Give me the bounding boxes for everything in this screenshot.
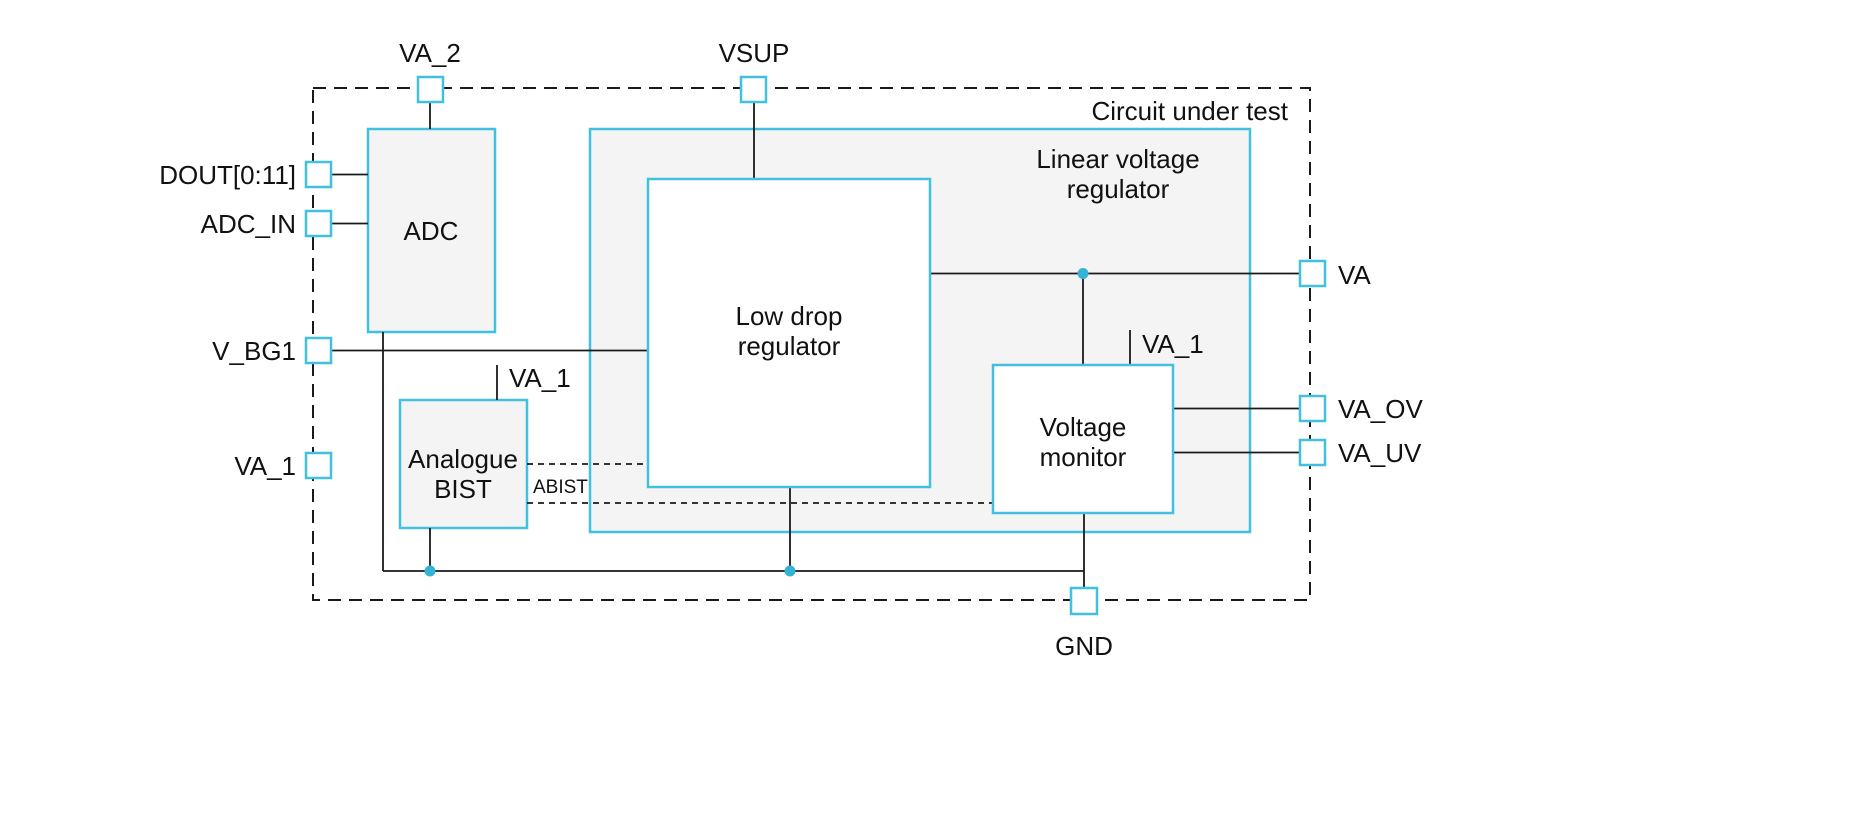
analogue-bist-label-line2: BIST bbox=[434, 474, 492, 504]
port-vsup bbox=[739, 75, 768, 104]
net-abist-label: ABIST bbox=[533, 477, 588, 498]
port-adc-in-label: ADC_IN bbox=[201, 209, 296, 239]
port-va-ov-label: VA_OV bbox=[1338, 394, 1423, 424]
net-va1-monitor-label: VA_1 bbox=[1142, 329, 1204, 359]
low-drop-regulator-label-line1: Low drop bbox=[736, 301, 843, 331]
junction-dot-va-monitor bbox=[1077, 268, 1089, 279]
port-v-bg1-label: V_BG1 bbox=[212, 336, 296, 366]
analogue-bist-block bbox=[398, 398, 529, 530]
port-dout-label: DOUT[0:11] bbox=[159, 160, 296, 190]
analogue-bist-label-line1: Analogue bbox=[408, 444, 518, 474]
port-va-label: VA bbox=[1338, 260, 1371, 290]
voltage-monitor-label-line2: monitor bbox=[1040, 442, 1127, 472]
port-gnd bbox=[1069, 586, 1099, 616]
port-dout bbox=[304, 160, 333, 189]
adc-block-label: ADC bbox=[404, 216, 459, 246]
port-va-uv bbox=[1298, 438, 1327, 467]
wires bbox=[331, 102, 1300, 588]
port-va1-left-label: VA_1 bbox=[234, 451, 296, 481]
port-va-uv-label: VA_UV bbox=[1338, 438, 1422, 468]
port-va1-left bbox=[304, 451, 333, 480]
linear-regulator-label-line2: regulator bbox=[1067, 174, 1170, 204]
low-drop-regulator-label-line2: regulator bbox=[738, 331, 841, 361]
port-va2 bbox=[416, 75, 445, 104]
adc-block bbox=[366, 127, 497, 334]
abist-wires bbox=[527, 463, 993, 504]
voltage-monitor-label-line1: Voltage bbox=[1040, 412, 1127, 442]
port-vsup-label: VSUP bbox=[719, 38, 790, 68]
circuit-under-test-label: Circuit under test bbox=[1091, 96, 1288, 126]
port-adc-in bbox=[304, 209, 333, 238]
port-va-ov bbox=[1298, 394, 1327, 423]
voltage-monitor-block bbox=[991, 363, 1175, 515]
linear-regulator-label-line1: Linear voltage bbox=[1036, 144, 1199, 174]
junction-dot-bist-gnd bbox=[424, 565, 436, 577]
port-va bbox=[1298, 259, 1327, 288]
port-gnd-label: GND bbox=[1055, 631, 1113, 661]
ports bbox=[304, 75, 1327, 616]
net-va1-bist-label: VA_1 bbox=[509, 363, 571, 393]
port-va2-label: VA_2 bbox=[399, 38, 461, 68]
junction-dot-ldr-gnd bbox=[784, 565, 796, 577]
junction-dots bbox=[424, 268, 1089, 577]
port-v-bg1 bbox=[304, 336, 333, 365]
low-drop-regulator-block bbox=[646, 177, 932, 489]
